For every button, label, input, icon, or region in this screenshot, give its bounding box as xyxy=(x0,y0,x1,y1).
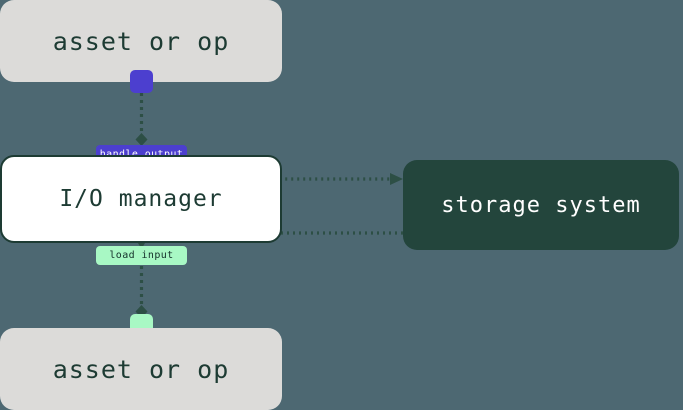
node-asset-or-op-bottom-label: asset or op xyxy=(52,354,230,384)
edge-label-load-input[interactable]: load input xyxy=(96,246,187,265)
node-storage-system-label: storage system xyxy=(441,192,641,218)
node-storage-system[interactable]: storage system xyxy=(403,160,679,250)
node-io-manager[interactable]: I/O manager xyxy=(0,155,282,243)
output-port-handle[interactable] xyxy=(130,70,153,93)
node-asset-or-op-top[interactable]: asset or op xyxy=(0,0,282,82)
node-asset-or-op-bottom[interactable]: asset or op xyxy=(0,328,282,410)
node-asset-or-op-top-label: asset or op xyxy=(52,26,230,56)
edge-label-handle-output-text: handle output xyxy=(100,149,183,160)
arrowhead-triangle-storage xyxy=(390,173,403,185)
edge-label-load-input-text: load input xyxy=(109,250,174,261)
node-io-manager-label: I/O manager xyxy=(59,186,223,212)
